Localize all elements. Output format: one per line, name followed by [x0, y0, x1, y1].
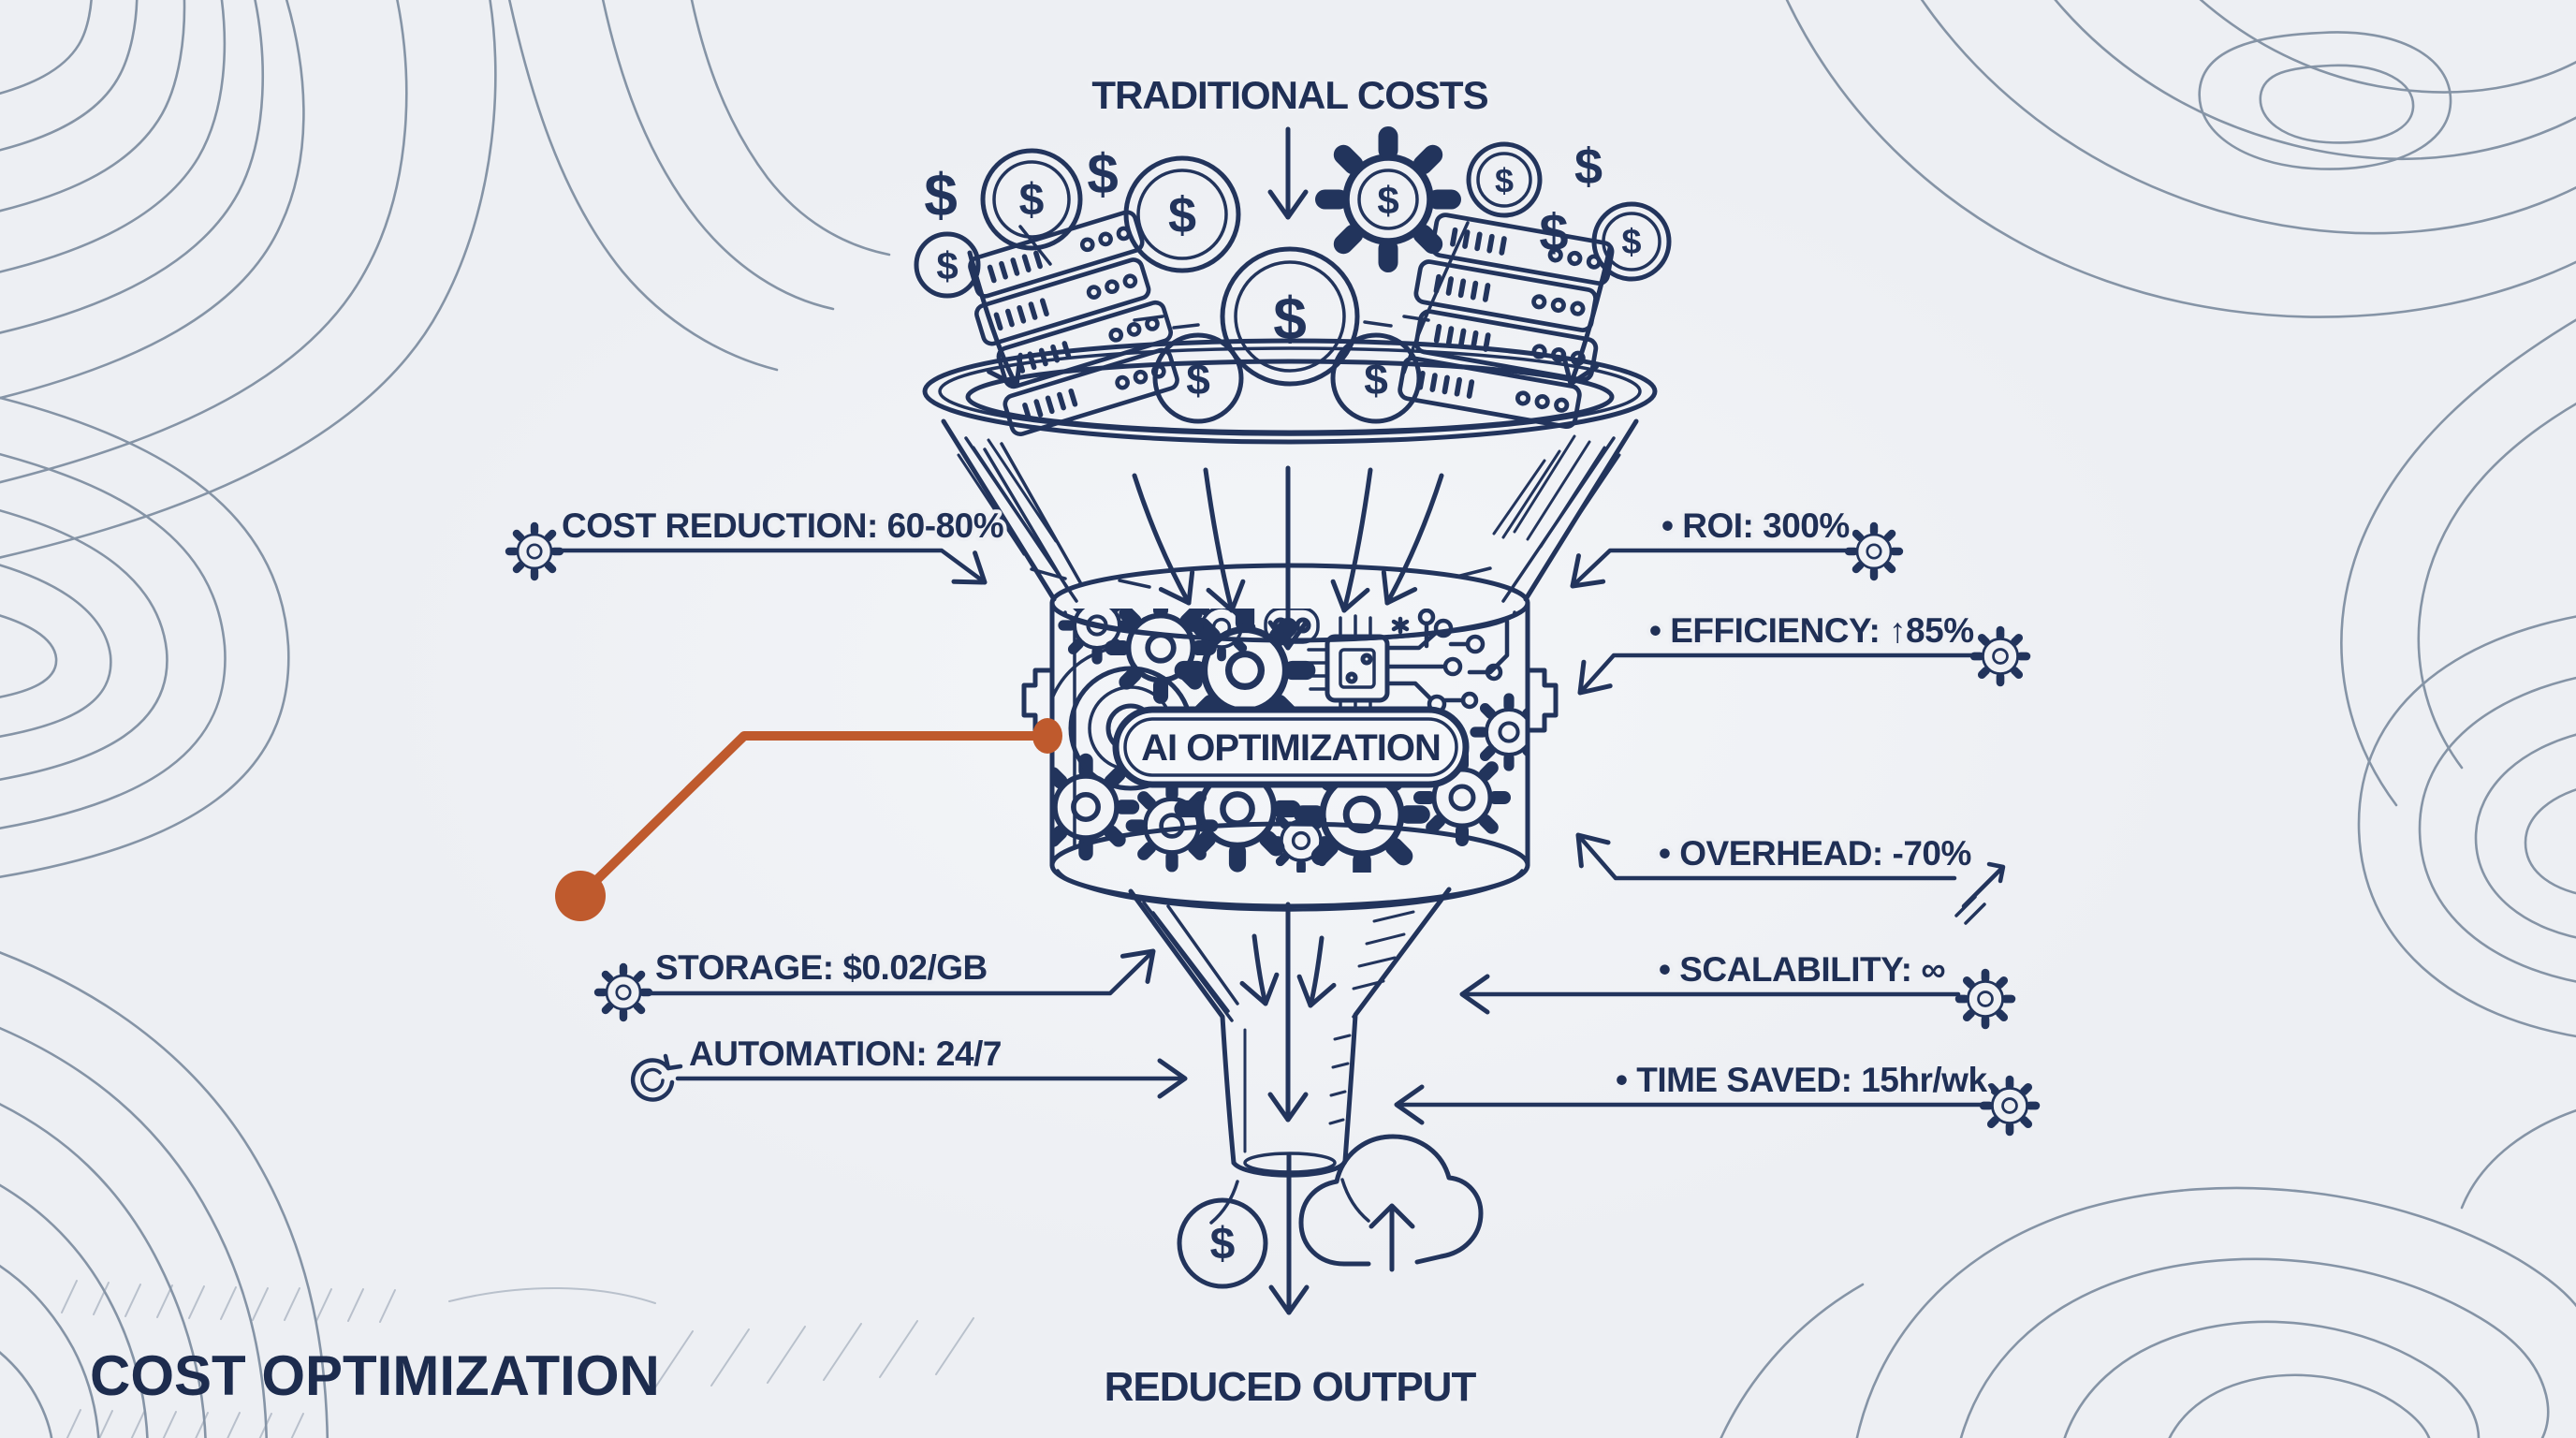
core-label: AI OPTIMIZATION	[1141, 727, 1441, 769]
accent-dot	[555, 871, 606, 921]
funnel-lower-cone	[1128, 887, 1452, 1225]
funnel-upper-cone	[941, 418, 1639, 651]
flange-tab	[1525, 668, 1559, 733]
gear-icon	[1849, 526, 1899, 577]
falling-cost-icons: $ $ $ $ $ $ $	[914, 137, 1672, 437]
callout-time-saved: • TIME SAVED: 15hr/wk	[1394, 1057, 2036, 1132]
callout-label: • EFFICIENCY: ↑85%	[1649, 611, 1974, 650]
callout-label: • TIME SAVED: 15hr/wk	[1616, 1061, 1987, 1099]
gear-icon	[1193, 598, 1251, 657]
dollar-coin-icon: $	[914, 231, 981, 299]
funnel-core-cylinder: AI OPTIMIZATION	[1021, 563, 1559, 912]
callout-efficiency: • EFFICIENCY: ↑85%	[1577, 608, 2027, 696]
flow-arrow-icon	[1203, 467, 1246, 613]
input-label: TRADITIONAL COSTS	[1091, 73, 1487, 117]
callouts: COST REDUCTION: 60-80% STORAGE: $0.02/GB…	[509, 503, 2036, 1132]
cloud-upload-icon	[1298, 1134, 1484, 1272]
asterisk-mark	[1391, 616, 1410, 635]
callout-roi: • ROI: 300%	[1570, 503, 1899, 589]
dollar-coin-icon: $	[1177, 1197, 1268, 1289]
gear-icon	[1112, 599, 1209, 697]
output-label: REDUCED OUTPUT	[1105, 1364, 1477, 1410]
funnel-illustration: TRADITIONAL COSTS $ $ $ $ $ $	[914, 69, 1672, 1415]
flow-arrow-icon	[1296, 935, 1337, 1008]
callout-line	[557, 548, 988, 585]
dollar-coin-icon: $	[1466, 141, 1543, 218]
dollar-coin-icon: $	[1123, 155, 1241, 273]
gear-icon	[1983, 1079, 2036, 1132]
callout-overhead: • OVERHEAD: -70%	[1575, 830, 2006, 925]
cone-hatching	[957, 434, 1621, 556]
callout-label: • SCALABILITY: ∞	[1659, 950, 1945, 989]
dollar-coin-icon: $	[980, 148, 1083, 251]
gear-icon	[1974, 630, 2027, 682]
funnel-rim	[922, 338, 1658, 445]
callout-scalability: • SCALABILITY: ∞	[1459, 946, 2012, 1025]
svg-text:$: $	[936, 244, 958, 288]
page-title: COST OPTIMIZATION	[90, 1344, 660, 1407]
callout-label: STORAGE: $0.02/GB	[655, 948, 988, 987]
callout-label: AUTOMATION: 24/7	[689, 1034, 1002, 1073]
dollar-sign-icon: $	[1087, 143, 1118, 206]
refresh-icon	[630, 1053, 683, 1102]
motion-dashes	[1030, 315, 1492, 589]
callout-automation: AUTOMATION: 24/7	[630, 1031, 1188, 1102]
flow-arrow-icon	[1132, 473, 1195, 606]
gear-icon	[1959, 973, 2012, 1025]
callout-line	[1575, 832, 1957, 881]
gear-icon	[509, 526, 560, 577]
gear-dollar-icon: $	[1325, 137, 1452, 263]
svg-text:$: $	[1495, 162, 1514, 200]
entry-arrow-icon	[1560, 245, 1613, 387]
flow-arrow-icon	[1239, 933, 1280, 1006]
callout-cost-reduction: COST REDUCTION: 60-80%	[509, 503, 1008, 585]
server-stack-icon	[960, 210, 1187, 436]
callout-label: COST REDUCTION: 60-80%	[562, 506, 1003, 545]
callout-line	[646, 948, 1156, 996]
svg-text:$: $	[1019, 176, 1045, 226]
accent-anchor-dot	[1032, 718, 1062, 754]
core-pill: AI OPTIMIZATION	[1112, 706, 1470, 788]
trend-up-icon	[1954, 861, 2006, 925]
motion-dash	[1018, 225, 1052, 266]
accent-line	[576, 731, 1051, 901]
callout-line	[1570, 548, 1851, 589]
callout-label: • OVERHEAD: -70%	[1659, 834, 1971, 873]
spout-hatching	[1243, 910, 1415, 1153]
svg-text:$: $	[1621, 223, 1641, 262]
entry-arrow-icon	[967, 250, 1023, 389]
accent-connector	[555, 718, 1062, 921]
gear-icon	[598, 967, 649, 1018]
svg-text:$: $	[1210, 1220, 1236, 1269]
callout-storage: STORAGE: $0.02/GB	[598, 945, 1156, 1018]
callout-line	[1577, 653, 1976, 696]
flow-arrow-icon	[1381, 473, 1444, 606]
splash-lines	[1209, 1178, 1370, 1225]
motion-swoosh	[1402, 221, 1470, 374]
dollar-sign-icon: $	[1574, 139, 1603, 195]
funnel-output: $ REDUCED OUTPUT	[1100, 1134, 1484, 1415]
flow-arrow-icon	[1330, 467, 1373, 613]
svg-text:$: $	[1168, 187, 1196, 243]
callout-label: • ROI: 300%	[1661, 506, 1850, 545]
circuit-traces	[1384, 609, 1510, 714]
dollar-sign-icon: $	[924, 161, 958, 228]
svg-text:$: $	[1377, 179, 1398, 223]
